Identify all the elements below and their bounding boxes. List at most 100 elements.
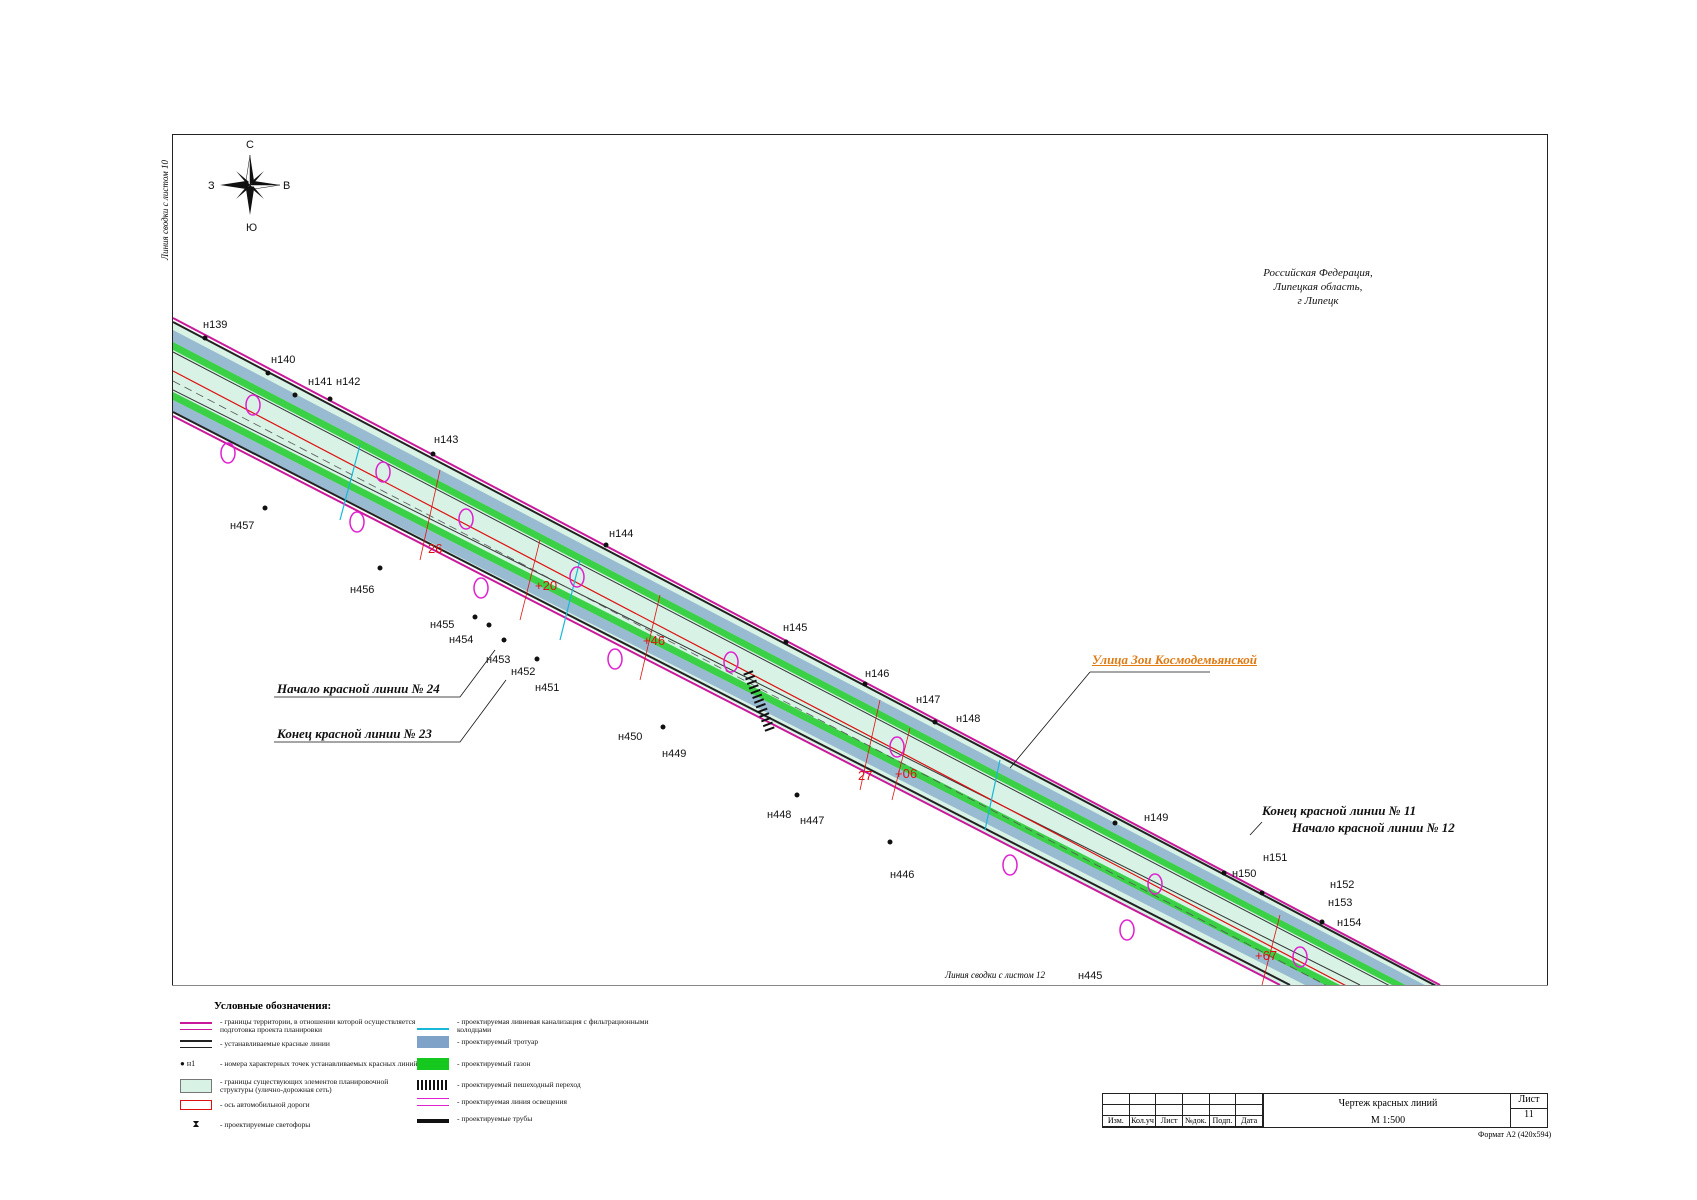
picket-label: 27	[858, 768, 872, 783]
revision-table: Изм. Кол.уч Лист №док. Подп. Дата	[1103, 1094, 1263, 1127]
legend-text: - проектируемые трубы	[457, 1114, 533, 1123]
point-label: н141	[308, 376, 332, 388]
legend-item: - ось автомобильной дороги	[180, 1100, 420, 1110]
crosswalk-swatch	[417, 1080, 449, 1090]
callout-leaders	[274, 649, 1263, 836]
point-label: н148	[956, 713, 980, 725]
callout-start-12: Начало красной линии № 12	[1291, 820, 1455, 835]
red-line-north	[173, 321, 1437, 985]
point-label: н154	[1337, 917, 1361, 929]
pipes-icon	[417, 1115, 449, 1123]
south-sidewalk	[173, 400, 1325, 985]
callout-end-23: Конец красной линии № 23	[276, 726, 432, 741]
point-label: н456	[350, 584, 374, 596]
red-line-south	[173, 411, 1291, 985]
point-label: н453	[486, 654, 510, 666]
point-labels-bottom: н457 н456 н455 н454 н453 н452 н451 н450 …	[230, 520, 1102, 982]
boundary-north	[173, 317, 1441, 985]
point-labels-top: н139 н140 н141 н142 н143 н144 н145 н146 …	[203, 319, 1361, 929]
legend-item: ⧗ - проектируемые светофоры	[180, 1119, 420, 1131]
point-label: н457	[230, 520, 254, 532]
point-label: н150	[1232, 868, 1256, 880]
sheet-cell: Лист 11	[1510, 1094, 1547, 1127]
legend-item: - проектируемая ливневая канализация с ф…	[417, 1018, 657, 1034]
legend-item: - границы территории, в отношении которо…	[180, 1018, 420, 1034]
legend-text: - границы территории, в отношении которо…	[220, 1017, 416, 1034]
point-label: н452	[511, 666, 535, 678]
legend-text: - устанавливаемые красные линии	[220, 1039, 330, 1048]
north-sidewalk	[173, 330, 1425, 985]
point-label: н152	[1330, 879, 1354, 891]
north-lawn	[173, 342, 1406, 985]
boundary-swatch	[180, 1022, 212, 1030]
red-line-swatch	[180, 1040, 212, 1048]
point-label: н146	[865, 668, 889, 680]
green-area-swatch	[180, 1079, 212, 1093]
stamp-header: Изм.	[1103, 1116, 1130, 1127]
lawn-swatch	[417, 1058, 449, 1070]
point-marker-text: н1	[186, 1059, 196, 1068]
point-label: н142	[336, 376, 360, 388]
sewer-2	[559, 559, 581, 641]
stamp-header: Подп.	[1209, 1116, 1237, 1127]
point-label: н143	[434, 434, 458, 446]
legend-item: - проектируемый газон	[417, 1058, 657, 1070]
picket-label: +06	[895, 766, 917, 781]
street-name: Улица Зои Космодемьянской	[1092, 652, 1257, 667]
road-plan	[173, 317, 1441, 985]
compass-west: З	[208, 180, 215, 192]
picket-label: 26	[428, 541, 442, 556]
match-line-note-12: Линия сводки с листом 12	[945, 970, 1045, 980]
picket-line-20	[519, 539, 541, 621]
point-label: н450	[618, 731, 642, 743]
picket-line-26	[419, 469, 441, 561]
stamp-header: Лист	[1156, 1116, 1183, 1127]
point-label: н153	[1328, 897, 1352, 909]
stamp-header: Дата	[1236, 1116, 1263, 1127]
legend-item: - проектируемые трубы	[417, 1115, 657, 1123]
legend-text: - границы существующих элементов планиро…	[220, 1077, 389, 1094]
picket-label: +20	[535, 578, 557, 593]
lane-line	[173, 380, 1327, 985]
drawing-title: Чертеж красных линий	[1338, 1098, 1438, 1109]
legend-text: - проектируемые светофоры	[220, 1120, 311, 1129]
point-label: н144	[609, 528, 633, 540]
sidewalk-swatch	[417, 1036, 449, 1048]
picket-line-06	[891, 727, 911, 801]
paper-format: Формат А2 (420х594)	[1478, 1130, 1552, 1139]
sheet-number: 11	[1524, 1109, 1534, 1120]
south-lawn	[173, 392, 1340, 985]
point-label: н454	[449, 634, 473, 646]
boundary-south	[173, 415, 1281, 985]
drawing-title-cell: Чертеж красных линий М 1:500	[1263, 1094, 1512, 1127]
picket-label: +46	[643, 633, 665, 648]
traffic-light-icon: ⧗	[192, 1119, 200, 1130]
red-line-points	[202, 335, 1325, 925]
point-marker-icon: ● н1	[180, 1059, 196, 1068]
region-label: Российская Федерация, Липецкая область, …	[1218, 266, 1418, 308]
crosswalk	[743, 670, 775, 732]
legend-item: - проектируемый пешеходный переход	[417, 1080, 657, 1090]
sewer-3	[984, 759, 1001, 831]
legend-text: - номера характерных точек устанавливаем…	[220, 1059, 418, 1068]
legend-text: - ось автомобильной дороги	[220, 1100, 310, 1109]
sewer-icon	[417, 1022, 449, 1030]
picket-label: +67	[1255, 948, 1277, 963]
legend-item: - проектируемый тротуар	[417, 1036, 657, 1048]
legend-item: ● н1 - номера характерных точек устанавл…	[180, 1058, 420, 1070]
stamp-header: №док.	[1182, 1116, 1210, 1127]
point-label: н449	[662, 748, 686, 760]
lighting-icon	[417, 1098, 449, 1106]
compass-south: Ю	[246, 222, 257, 234]
legend-text: - проектируемый пешеходный переход	[457, 1080, 581, 1089]
point-label: н448	[767, 809, 791, 821]
picket-labels: 26 27 +20 +46 +06 +67	[428, 541, 1277, 963]
region-line: г Липецк	[1297, 295, 1339, 307]
match-line-note-10: Линия сводки с листом 10	[160, 150, 178, 270]
picket-line-27	[859, 699, 881, 791]
point-label: н455	[430, 619, 454, 631]
legend-title: Условные обозначения:	[214, 1000, 332, 1012]
legend-item: - устанавливаемые красные линии	[180, 1040, 420, 1048]
region-line: Липецкая область,	[1273, 281, 1363, 293]
